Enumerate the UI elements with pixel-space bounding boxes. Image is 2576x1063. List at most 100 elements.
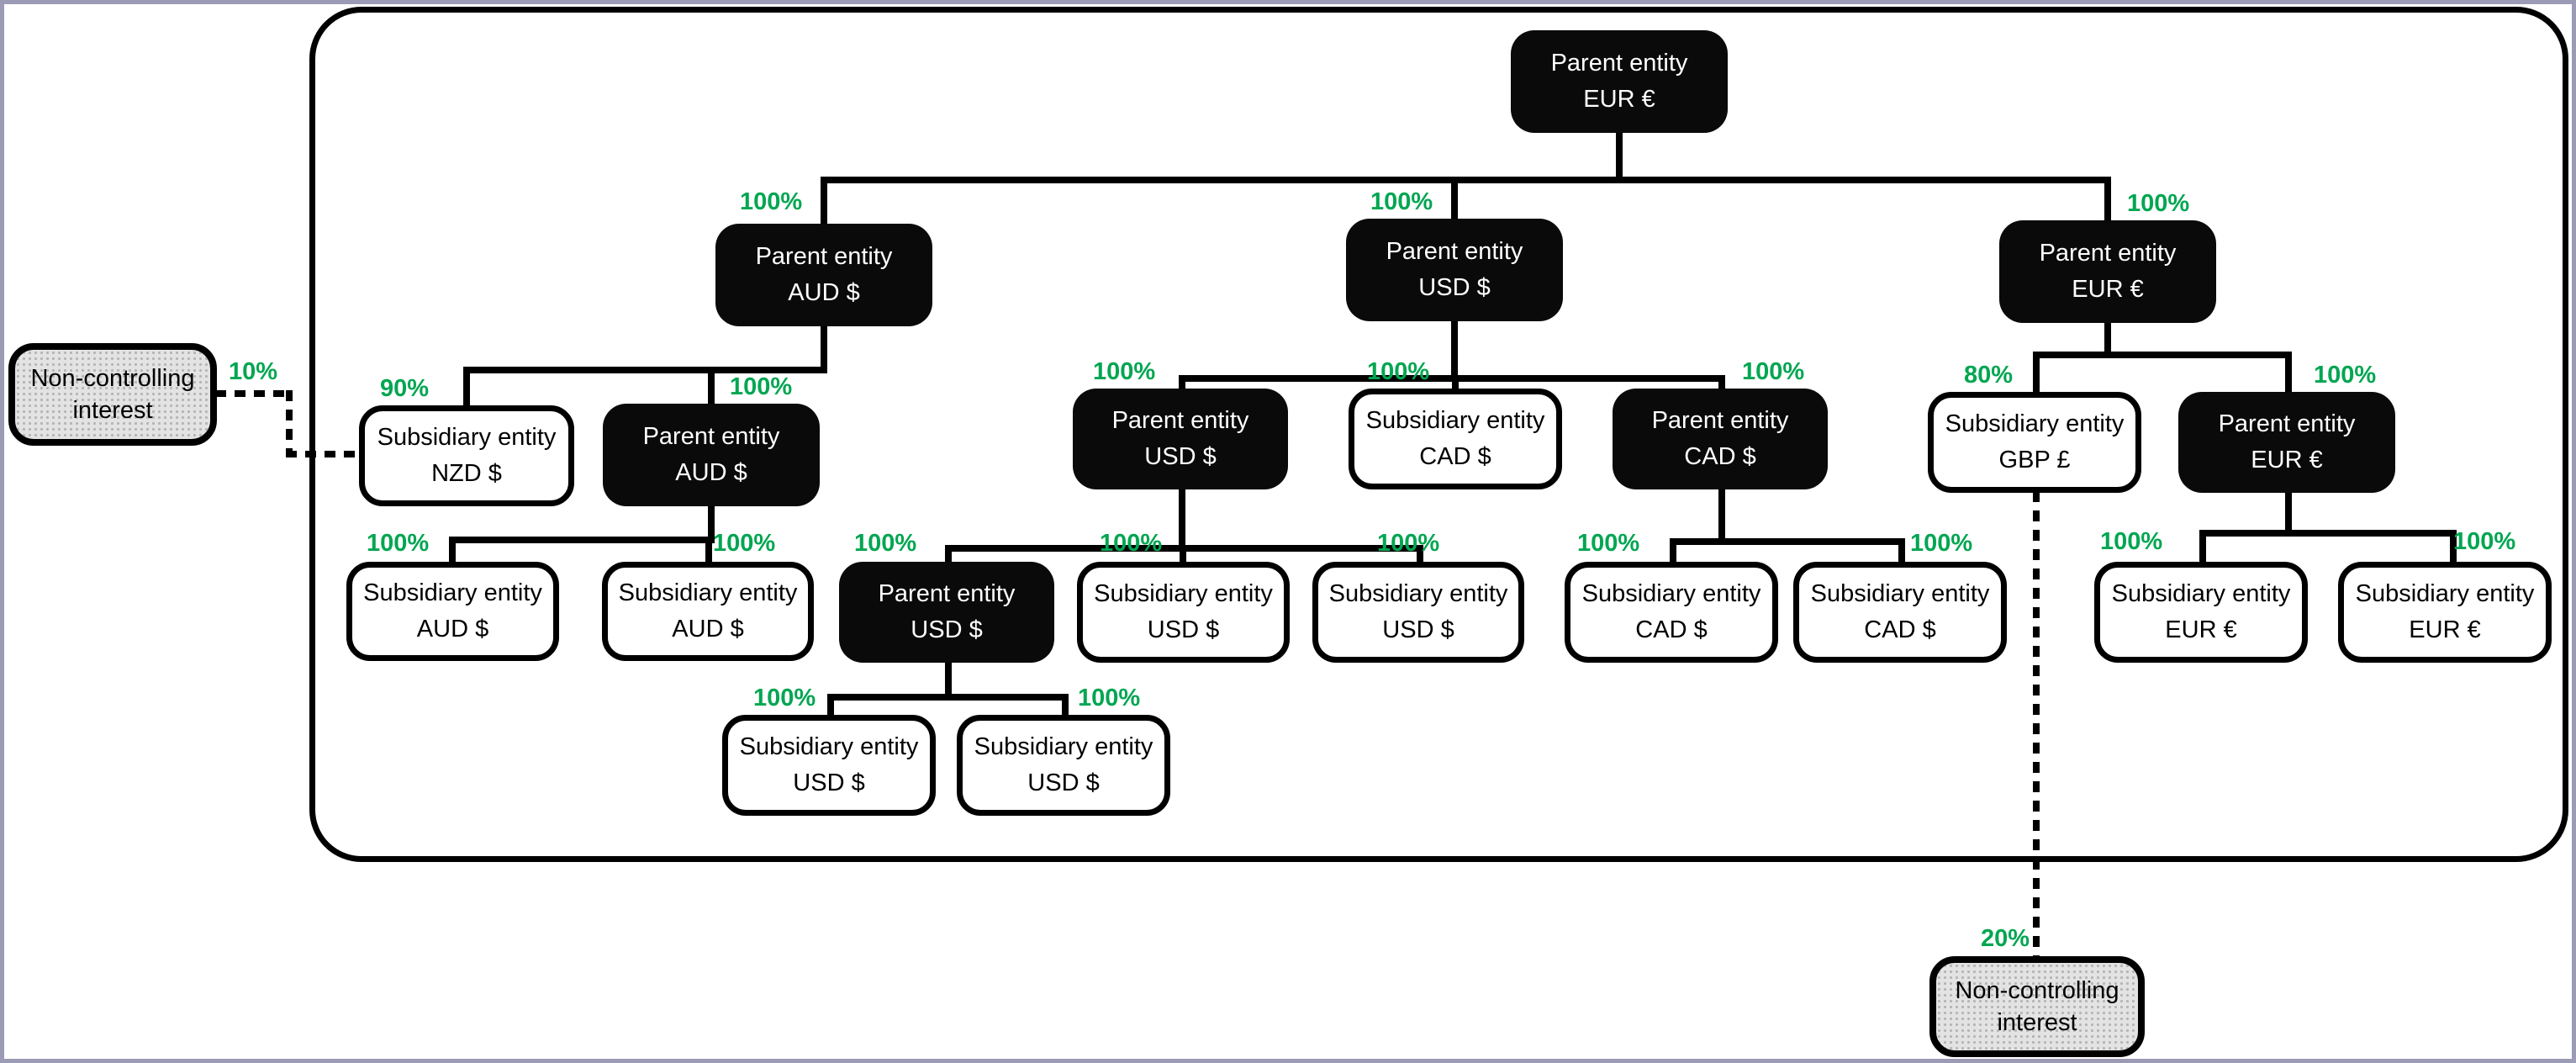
node-label-line2: EUR € xyxy=(2072,276,2144,303)
connector-drop-aud2 xyxy=(708,367,715,405)
connector-usd2-stem xyxy=(1179,488,1185,552)
ownership-label-pct-cad-sub3: 100% xyxy=(1910,530,1973,557)
node-label-line2: CAD $ xyxy=(1419,443,1491,470)
ownership-label-pct-nci-left: 10% xyxy=(229,358,278,385)
node-label-line1: Non-controlling xyxy=(1955,976,2119,1004)
connector-aud2-hbar xyxy=(449,537,715,543)
node-nci-bottom: Non-controlling interest xyxy=(1929,956,2145,1057)
ownership-label-pct-cad: 100% xyxy=(1742,358,1805,385)
ownership-label-pct-eur-sub1: 100% xyxy=(2100,528,2163,555)
node-label-line1: Subsidiary entity xyxy=(739,733,919,760)
connector-drop-eur-sub2 xyxy=(2450,530,2457,563)
node-label-line1: Parent entity xyxy=(2039,240,2177,267)
connector-drop-cad-sub2 xyxy=(1670,538,1676,563)
node-label-line1: Subsidiary entity xyxy=(1581,580,1761,607)
node-label-line1: Subsidiary entity xyxy=(1328,580,1508,607)
ownership-label-pct-aud-sub1: 100% xyxy=(367,530,430,557)
connector-cad-stem xyxy=(1718,488,1725,545)
connector-eur2-hbar xyxy=(2199,530,2457,537)
ownership-label-pct-usd-sub1: 100% xyxy=(1100,530,1163,557)
connector-drop-usd-sub1 xyxy=(1180,545,1186,563)
connector-nci-left-h1 xyxy=(215,390,293,397)
connector-usd-stem xyxy=(1451,320,1458,382)
connector-eur-stem xyxy=(2104,321,2111,358)
node-label-line1: Subsidiary entity xyxy=(1094,580,1273,607)
connector-nci-left-v xyxy=(286,390,293,457)
node-label-line1: Parent entity xyxy=(1111,407,1249,434)
ownership-label-pct-usd-sub3: 100% xyxy=(753,685,816,711)
node-label-line1: Subsidiary entity xyxy=(1945,410,2125,437)
connector-root-stem xyxy=(1616,133,1623,183)
node-label-line1: Parent entity xyxy=(642,423,780,450)
node-label-line1: Parent entity xyxy=(878,580,1016,607)
ownership-label-pct-usd: 100% xyxy=(1370,188,1433,215)
node-label-line1: Subsidiary entity xyxy=(363,579,542,606)
connector-usd3-hbar xyxy=(827,694,1069,701)
connector-drop-usd2 xyxy=(1179,375,1185,390)
node-label-line2: CAD $ xyxy=(1684,443,1756,470)
node-label-line2: AUD $ xyxy=(672,616,744,643)
node-label-line2: EUR € xyxy=(1583,86,1655,113)
connector-drop-cad-sub3 xyxy=(1898,538,1905,563)
connector-eur-hbar xyxy=(2033,352,2292,358)
node-label-line1: Subsidiary entity xyxy=(1810,580,1990,607)
group-boundary-frame xyxy=(309,7,2568,862)
node-label-line1: Subsidiary entity xyxy=(2111,580,2291,607)
connector-aud-hbar xyxy=(463,367,827,373)
connector-drop-aud-sub2 xyxy=(705,537,712,563)
node-label-line2: CAD $ xyxy=(1635,616,1708,643)
connector-usd3-stem xyxy=(945,663,952,701)
node-label-line2: USD $ xyxy=(1418,274,1491,301)
node-label-line2: EUR € xyxy=(2165,616,2237,643)
node-label-line1: Parent entity xyxy=(1651,407,1789,434)
node-label-line2: USD $ xyxy=(1382,616,1454,643)
connector-drop-eur xyxy=(2104,177,2111,222)
ownership-label-pct-nzd: 90% xyxy=(380,375,430,402)
connector-level1-hbar xyxy=(821,177,2111,183)
connector-nci-bottom-v xyxy=(2033,491,2040,958)
node-label-line1: Subsidiary entity xyxy=(618,579,798,606)
node-label-line2: AUD $ xyxy=(788,279,860,306)
node-label-line1: Subsidiary entity xyxy=(974,733,1153,760)
ownership-label-pct-aud: 100% xyxy=(740,188,803,215)
node-label-line1: Subsidiary entity xyxy=(377,424,557,451)
ownership-label-pct-eur2: 100% xyxy=(2314,362,2377,389)
connector-nci-left-h2 xyxy=(286,451,363,457)
node-label-line2: interest xyxy=(1997,1008,2077,1036)
ownership-label-pct-aud2: 100% xyxy=(730,373,793,400)
connector-drop-usd-sub3 xyxy=(827,694,834,717)
connector-eur2-stem xyxy=(2285,491,2292,537)
node-label-line2: CAD $ xyxy=(1864,616,1936,643)
node-label-line2: USD $ xyxy=(911,616,983,643)
node-label-line1: Subsidiary entity xyxy=(1365,407,1545,434)
connector-drop-nzd xyxy=(463,367,470,407)
connector-aud-stem xyxy=(821,326,827,373)
node-label-line2: interest xyxy=(72,396,153,424)
connector-drop-eur2 xyxy=(2285,352,2292,394)
node-label-line2: NZD $ xyxy=(431,460,502,487)
connector-drop-usd-sub4 xyxy=(1062,694,1069,717)
ownership-label-pct-eur-sub2: 100% xyxy=(2453,528,2516,555)
connector-drop-eur-sub1 xyxy=(2199,530,2206,563)
ownership-label-pct-usd-sub4: 100% xyxy=(1078,685,1141,711)
connector-drop-usd xyxy=(1451,177,1458,220)
node-label-line1: Parent entity xyxy=(1386,238,1523,265)
